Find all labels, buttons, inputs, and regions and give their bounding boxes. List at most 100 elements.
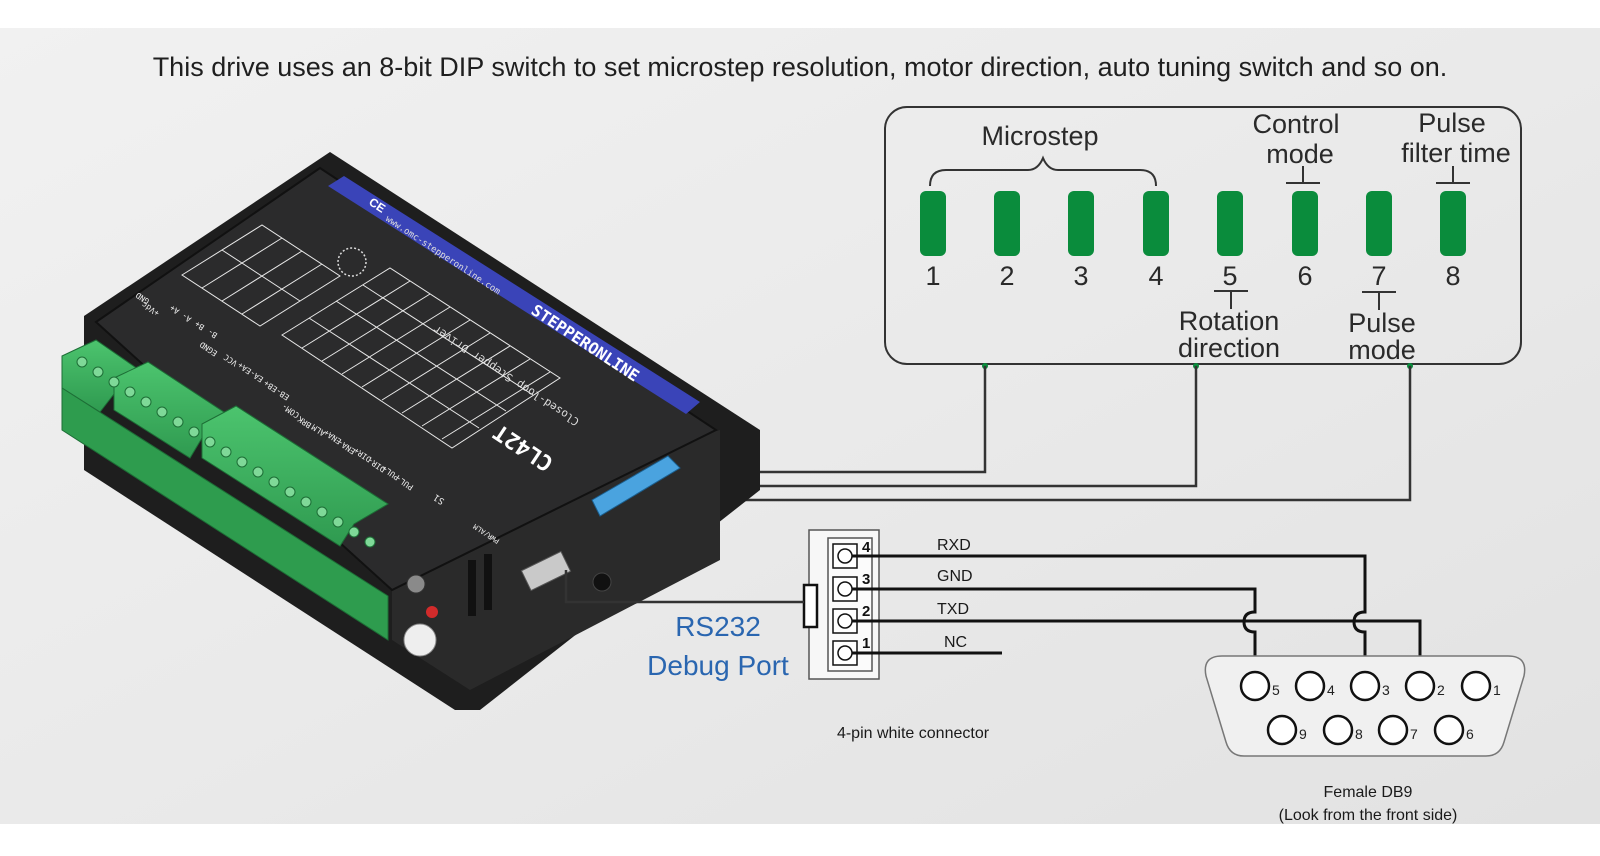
terminal-screw bbox=[252, 466, 264, 478]
terminal-screw bbox=[156, 406, 168, 418]
table-row-line bbox=[401, 345, 511, 414]
db9-pin-7[interactable] bbox=[1377, 714, 1409, 746]
db9-pin-3[interactable] bbox=[1349, 670, 1381, 702]
rs232-label: RS232 bbox=[675, 611, 761, 642]
connector-pin-2-hole bbox=[837, 613, 853, 629]
dip-switch-5[interactable] bbox=[1217, 191, 1243, 256]
db9-pin-4-number: 4 bbox=[1327, 682, 1335, 698]
device-side-slot bbox=[484, 554, 492, 610]
four-pin-connector: 4 3 2 1 4-pin white connector bbox=[802, 529, 990, 742]
signal-gnd: GND bbox=[937, 568, 973, 585]
connector-latch bbox=[802, 583, 819, 629]
connector-pin-4-hole bbox=[837, 548, 853, 564]
dip-number-2: 2 bbox=[999, 261, 1014, 291]
dip-switch-1[interactable] bbox=[920, 191, 946, 256]
db9-pin-8[interactable] bbox=[1322, 714, 1354, 746]
dip-switch-4[interactable] bbox=[1143, 191, 1169, 256]
microstep-label: Microstep bbox=[981, 121, 1098, 151]
db9-pin-2-number: 2 bbox=[1437, 682, 1445, 698]
connector-pin-3[interactable] bbox=[832, 576, 858, 602]
driver-rotary-dial bbox=[337, 247, 367, 277]
db9-subcaption: (Look from the front side) bbox=[1279, 807, 1458, 824]
db9-connector: 5 4 3 2 1 9 8 7 6 Female DB9 (Look from … bbox=[1204, 655, 1526, 824]
db9-pin-6[interactable] bbox=[1433, 714, 1465, 746]
terminal-screw bbox=[204, 436, 216, 448]
table-col-line bbox=[221, 249, 301, 302]
dip-switch-2[interactable] bbox=[994, 191, 1020, 256]
table-row-line bbox=[421, 358, 531, 427]
terminal-screw bbox=[364, 536, 376, 548]
db9-pin-9[interactable] bbox=[1266, 714, 1298, 746]
signal-rxd: RXD bbox=[937, 537, 971, 554]
db9-pin-5[interactable] bbox=[1239, 670, 1271, 702]
control-mode-bracket bbox=[1286, 166, 1320, 184]
dip-number-5: 5 bbox=[1222, 261, 1237, 291]
terminal-screw bbox=[188, 426, 200, 438]
connector-pin-3-hole bbox=[837, 581, 853, 597]
dip-number-4: 4 bbox=[1148, 261, 1163, 291]
terminal-screw bbox=[316, 506, 328, 518]
terminal-screw bbox=[348, 526, 360, 538]
terminal-label-a-minus: A- bbox=[180, 311, 193, 324]
dip-switch-frame bbox=[884, 106, 1522, 365]
db9-caption: Female DB9 bbox=[1324, 784, 1413, 801]
table-row-line bbox=[341, 306, 451, 375]
dip-number-1: 1 bbox=[925, 261, 940, 291]
terminal-label-b-minus: B- bbox=[206, 327, 219, 340]
terminal-screw bbox=[108, 376, 120, 388]
terminal-screw bbox=[76, 356, 88, 368]
dip-number-3: 3 bbox=[1073, 261, 1088, 291]
dip-number-6: 6 bbox=[1297, 261, 1312, 291]
dip-switch-6[interactable] bbox=[1292, 191, 1318, 256]
driver-spec-table-border bbox=[281, 267, 561, 449]
driver-blue-stripe bbox=[328, 176, 700, 414]
stepper-driver: STEPPERONLINE www.omc-stepperonline.com … bbox=[61, 152, 760, 710]
device-dip-switch[interactable] bbox=[591, 455, 681, 517]
db9-pin-5-number: 5 bbox=[1272, 682, 1280, 698]
terminal-screw bbox=[300, 496, 312, 508]
dip-switch-7[interactable] bbox=[1366, 191, 1392, 256]
db9-pin-2[interactable] bbox=[1404, 670, 1436, 702]
table-col-line bbox=[335, 300, 507, 412]
terminal-block-front bbox=[61, 387, 389, 641]
control-mode-label-line1: Control bbox=[1252, 109, 1339, 139]
rotation-direction-label-line2: direction bbox=[1178, 333, 1280, 363]
control-mode-label-line2: mode bbox=[1266, 139, 1334, 169]
db9-pin-1[interactable] bbox=[1460, 670, 1492, 702]
device-knob[interactable] bbox=[406, 574, 426, 594]
device-screw-hole bbox=[592, 572, 612, 592]
terminal-screw bbox=[140, 396, 152, 408]
pulse-filter-label-line2: filter time bbox=[1401, 138, 1511, 168]
driver-current-table-border bbox=[181, 224, 341, 327]
dip-wire-2 bbox=[690, 366, 1198, 488]
dip-switches bbox=[920, 191, 1466, 256]
dip-number-7: 7 bbox=[1371, 261, 1386, 291]
debug-port-label: Debug Port bbox=[647, 650, 789, 681]
rotation-direction-bracket bbox=[1214, 290, 1248, 309]
terminal-block-signal bbox=[201, 405, 389, 547]
dip-switch-3[interactable] bbox=[1068, 191, 1094, 256]
db9-pin-4[interactable] bbox=[1294, 670, 1326, 702]
connector-pin-1-hole bbox=[837, 645, 853, 661]
dip-switch-8[interactable] bbox=[1440, 191, 1466, 256]
db9-pin-7-number: 7 bbox=[1410, 726, 1418, 742]
table-row-line bbox=[321, 293, 431, 362]
db9-pin-3-number: 3 bbox=[1382, 682, 1390, 698]
rotation-direction-label-line1: Rotation bbox=[1179, 306, 1280, 336]
driver-spec-table bbox=[281, 267, 561, 449]
pulse-filter-label-line1: Pulse bbox=[1418, 108, 1486, 138]
db9-pin-8-number: 8 bbox=[1355, 726, 1363, 742]
connector-caption: 4-pin white connector bbox=[837, 725, 990, 742]
dip-switch-numbers: 1 2 3 4 5 6 7 8 bbox=[925, 261, 1460, 291]
microstep-brace bbox=[929, 155, 1157, 187]
device-side-slot bbox=[468, 560, 476, 616]
dip-wire-3 bbox=[690, 366, 1412, 502]
db9-pin-1-number: 1 bbox=[1493, 682, 1501, 698]
pulse-mode-label-line2: mode bbox=[1348, 335, 1416, 365]
device-calibration-dial bbox=[403, 623, 437, 657]
terminal-screw bbox=[332, 516, 344, 528]
dip-wire-1 bbox=[690, 366, 987, 474]
pulse-filter-bracket bbox=[1436, 166, 1470, 184]
